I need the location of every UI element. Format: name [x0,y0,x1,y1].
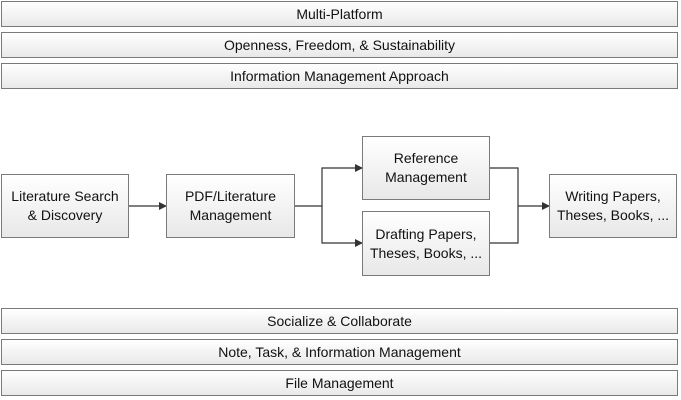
box-literature-search-line-1: Literature Search [11,188,119,204]
box-reference-management-line-2: Management [385,169,467,185]
connector-drafting-merge [490,206,519,244]
box-reference-management-line-1: Reference [393,150,459,166]
box-pdf-management-line-2: Management [189,207,272,223]
box-reference-management: Reference Management [362,136,490,200]
arrow-pdf-to-drafting [321,206,363,247]
box-drafting-papers-line-2: Theses, Books, ... [369,244,483,261]
box-drafting-papers-line-1: Drafting Papers, [375,225,477,242]
box-writing-papers-line-1: Writing Papers, [565,188,661,204]
bar-file-management: File Management [1,370,678,396]
box-literature-search: Literature Search & Discovery [1,174,129,238]
bar-multi-platform: Multi-Platform [1,1,678,27]
box-pdf-management: PDF/Literature Management [166,174,295,238]
connector-reference-merge [490,167,519,206]
box-writing-papers-line-2: Theses, Books, ... [556,207,670,223]
box-drafting-papers: Drafting Papers, Theses, Books, ... [362,211,490,276]
box-writing-papers: Writing Papers, Theses, Books, ... [549,174,677,238]
bar-information-management-approach: Information Management Approach [1,63,678,89]
bar-note-task-information-management: Note, Task, & Information Management [1,339,678,365]
bar-socialize-collaborate: Socialize & Collaborate [1,308,678,334]
box-pdf-management-line-1: PDF/Literature [184,188,277,204]
arrow-pdf-to-reference [295,164,363,207]
bar-openness-freedom-sustainability: Openness, Freedom, & Sustainability [1,32,678,58]
box-literature-search-line-2: & Discovery [27,207,103,223]
